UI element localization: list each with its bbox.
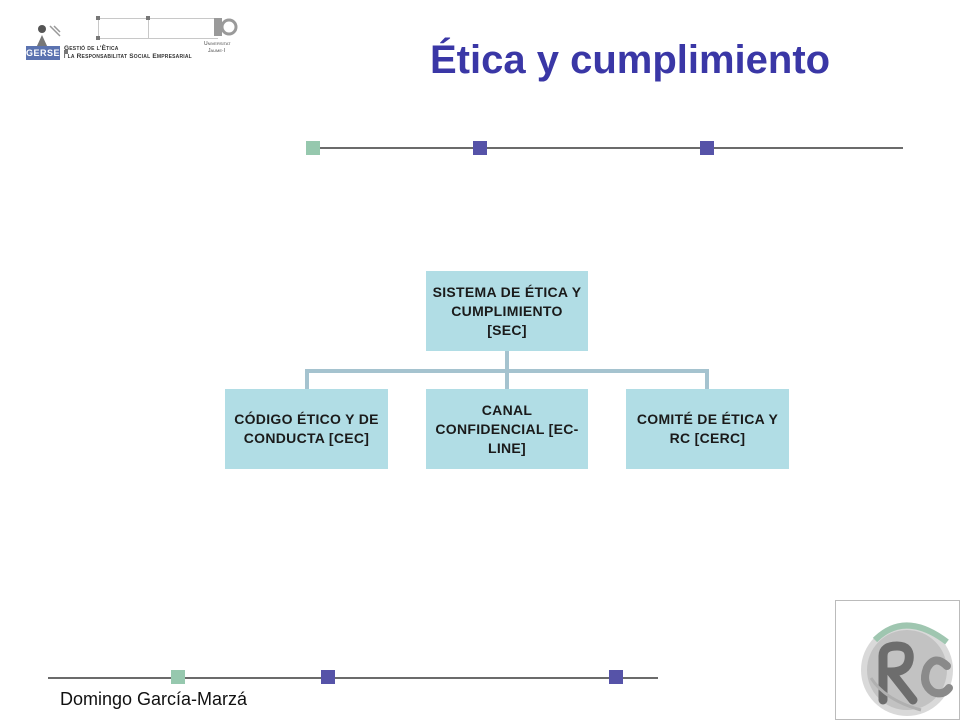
gerse-subtitle-line2: i la Responsabilitat Social Empresarial — [64, 53, 192, 60]
top-blue-square-2 — [700, 141, 714, 155]
uji-line1: Universitat — [204, 41, 231, 47]
rc-logo-icon — [835, 600, 960, 720]
top-rule — [306, 147, 903, 149]
uji-logo: Universitat Jaume·I — [204, 16, 248, 60]
bottom-rule — [48, 677, 658, 679]
uji-logo-icon — [214, 18, 238, 36]
top-green-square — [306, 141, 320, 155]
footer-author: Domingo García-Marzá — [60, 689, 248, 709]
connector-middle-drop — [505, 369, 509, 389]
connector-root-stem — [505, 351, 509, 371]
connector-right-drop — [705, 369, 709, 389]
bottom-blue-square-1 — [321, 670, 335, 684]
gerse-subtitle-line1: Gestió de l'Ètica — [64, 45, 119, 52]
node-child-codigo: CÓDIGO ÉTICO Y DE CONDUCTA [CEC] — [225, 389, 388, 469]
gerse-logo: GERSE Gestió de l'Ètica i la Responsabil… — [26, 14, 226, 64]
uji-line2: Jaume·I — [208, 48, 226, 54]
node-root: SISTEMA DE ÉTICA Y CUMPLIMIENTO [SEC] — [426, 271, 588, 351]
rc-logo — [835, 600, 960, 720]
node-child-comite: COMITÉ DE ÉTICA Y RC [CERC] — [626, 389, 789, 469]
gerse-figure-icon — [36, 25, 61, 48]
top-blue-square-1 — [473, 141, 487, 155]
bottom-blue-square-2 — [609, 670, 623, 684]
page-title: Ética y cumplimiento — [430, 38, 831, 82]
node-child-canal: CANAL CONFIDENCIAL [EC-LINE] — [426, 389, 588, 469]
bottom-green-square — [171, 670, 185, 684]
connector-left-drop — [305, 369, 309, 389]
gerse-badge: GERSE — [26, 46, 61, 60]
